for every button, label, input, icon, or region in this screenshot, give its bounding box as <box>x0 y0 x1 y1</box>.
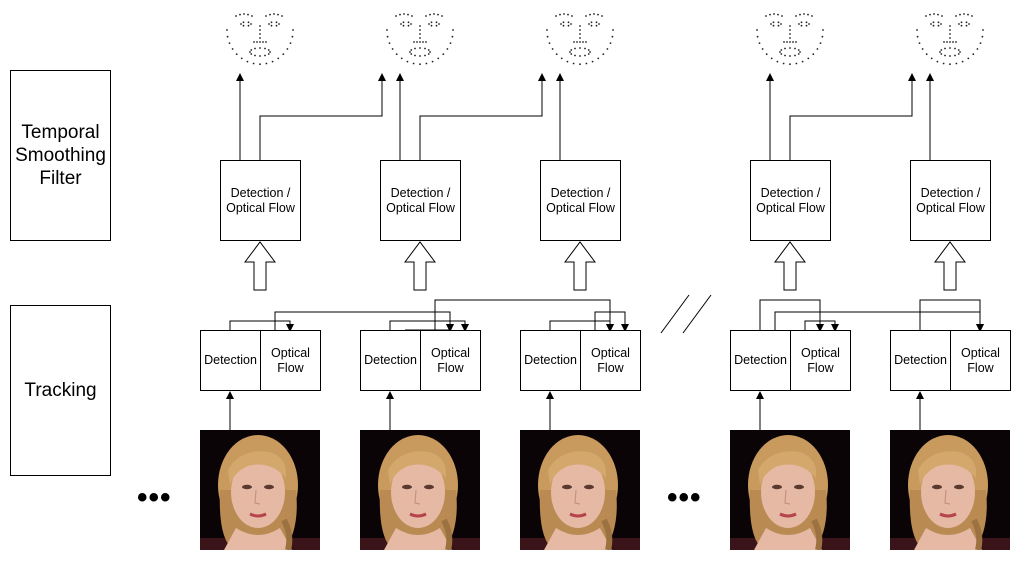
smoothing-text: Temporal Smoothing Filter <box>15 122 106 189</box>
process-text-2: Optical Flow <box>226 200 295 215</box>
detection-text: Detection <box>204 353 257 367</box>
block-arrow-5 <box>934 241 966 291</box>
detection-optical-flow-box-4: Detection /Optical Flow <box>750 160 831 241</box>
landmark-output-4 <box>750 8 830 73</box>
face-photo-3 <box>520 430 640 550</box>
detection-cell-3: Detection <box>520 330 581 391</box>
detection-cell-4: Detection <box>730 330 791 391</box>
optical-flow-text-2: Flow <box>277 360 304 375</box>
tracking-text: Tracking <box>24 380 97 401</box>
optical-flow-text-2: Flow <box>967 360 994 375</box>
arrow-box-to-next-landmark-2 <box>419 73 546 160</box>
flow-to-next-flow-2 <box>434 299 614 332</box>
process-text-1: Detection / <box>390 185 451 200</box>
process-text-1: Detection / <box>920 185 981 200</box>
face-photo-4 <box>730 430 850 550</box>
face-photo-2 <box>360 430 480 550</box>
optical-flow-text-2: Flow <box>597 360 624 375</box>
detection-to-flow-1 <box>229 320 294 332</box>
detection-to-flow-2 <box>389 320 469 332</box>
video-frame-4 <box>730 430 850 550</box>
face-landmark-dots-1 <box>226 13 294 66</box>
arrow-box-to-next-landmark-1 <box>259 73 386 160</box>
block-arrow-3 <box>564 241 596 291</box>
detection-text: Detection <box>524 353 577 367</box>
flow-to-next-flow-3 <box>594 311 629 332</box>
face-landmark-dots-2 <box>386 13 454 66</box>
video-frame-2 <box>360 430 480 550</box>
video-frame-5 <box>890 430 1010 550</box>
video-frame-1 <box>200 430 320 550</box>
landmark-output-2 <box>380 8 460 73</box>
detection-cell-2: Detection <box>360 330 421 391</box>
detection-text: Detection <box>894 353 947 367</box>
detection-cell-5: Detection <box>890 330 951 391</box>
detection-optical-flow-box-3: Detection /Optical Flow <box>540 160 621 241</box>
tracking-stage-label: Tracking <box>10 305 111 476</box>
detection-text: Detection <box>734 353 787 367</box>
process-text-2: Optical Flow <box>546 200 615 215</box>
landmark-output-5 <box>910 8 990 73</box>
temporal-smoothing-filter-label: Temporal Smoothing Filter <box>10 70 111 241</box>
optical-flow-text-1: Optical <box>271 345 310 360</box>
process-text-1: Detection / <box>760 185 821 200</box>
detection-text: Detection <box>364 353 417 367</box>
face-landmark-dots-3 <box>546 13 614 66</box>
face-photo-5 <box>890 430 1010 550</box>
block-arrow-4 <box>774 241 806 291</box>
detection-optical-flow-box-1: Detection /Optical Flow <box>220 160 301 241</box>
block-arrow-2 <box>404 241 436 291</box>
ellipsis-left: ••• <box>137 481 172 514</box>
video-frame-3 <box>520 430 640 550</box>
flow-to-flow-4 <box>804 320 839 332</box>
optical-flow-text-2: Flow <box>807 360 834 375</box>
block-arrow-1 <box>244 241 276 291</box>
ellipsis-middle: ••• <box>667 481 702 514</box>
process-text-2: Optical Flow <box>756 200 825 215</box>
process-text-1: Detection / <box>230 185 291 200</box>
optical-flow-text-2: Flow <box>437 360 464 375</box>
arrow-box-to-next-landmark-4 <box>789 73 916 160</box>
face-landmark-dots-5 <box>916 13 984 66</box>
break-slashes <box>660 294 712 334</box>
optical-flow-text-1: Optical <box>591 345 630 360</box>
break-slash-1 <box>660 294 690 334</box>
break-slash-2 <box>682 294 712 334</box>
face-landmark-dots-4 <box>756 13 824 66</box>
process-text-2: Optical Flow <box>916 200 985 215</box>
detection-optical-flow-box-5: Detection /Optical Flow <box>910 160 991 241</box>
landmark-output-1 <box>220 8 300 73</box>
detection-optical-flow-box-2: Detection /Optical Flow <box>380 160 461 241</box>
process-text-2: Optical Flow <box>386 200 455 215</box>
optical-flow-text-1: Optical <box>801 345 840 360</box>
optical-flow-text-1: Optical <box>431 345 470 360</box>
detection-to-flow-4 <box>759 299 824 332</box>
detection-cell-1: Detection <box>200 330 261 391</box>
landmark-output-3 <box>540 8 620 73</box>
detection-to-flow-3 <box>549 320 614 332</box>
face-photo-1 <box>200 430 320 550</box>
detection-to-flow-5 <box>919 299 984 332</box>
process-text-1: Detection / <box>550 185 611 200</box>
optical-flow-text-1: Optical <box>961 345 1000 360</box>
